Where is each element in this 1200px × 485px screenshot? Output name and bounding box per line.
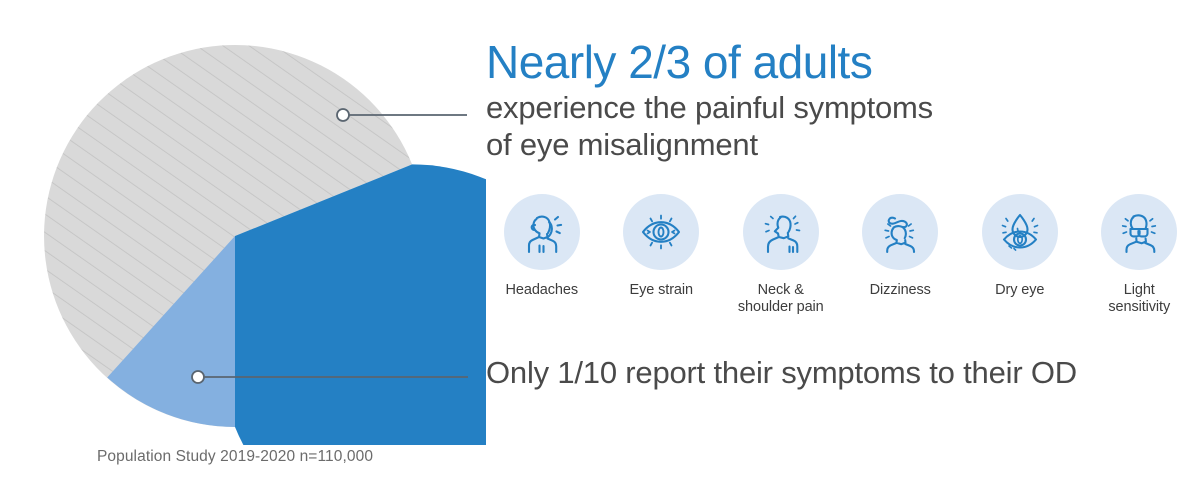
symptom-item-dizziness: Dizziness: [841, 194, 961, 299]
symptom-label: Headaches: [505, 282, 579, 298]
symptom-item-dry-eye: Dry eye: [960, 194, 1080, 299]
headline-secondary-line-2: of eye misalignment: [486, 126, 758, 162]
dizziness-icon: [862, 194, 939, 270]
symptom-label: Neck &shoulder pain: [737, 282, 824, 316]
subline-statement: Only 1/10 report their symptoms to their…: [486, 355, 1077, 390]
headline-block: Nearly 2/3 of adults experience the pain…: [486, 36, 1200, 163]
headline-secondary-line-1: experience the painful symptoms: [486, 90, 933, 126]
pie-chart-panel: Population Study 2019-2020 n=110,000: [0, 0, 486, 485]
pie-slice-symptoms: [235, 164, 486, 445]
leader-dot-bottom: [191, 370, 205, 384]
content-panel: Nearly 2/3 of adults experience the pain…: [486, 0, 1200, 485]
symptom-item-neck-shoulder-pain: Neck &shoulder pain: [721, 194, 841, 316]
symptom-label: Dry eye: [995, 282, 1045, 298]
pie-chart-graphic: [44, 45, 486, 445]
symptom-label: Eye strain: [629, 282, 694, 298]
light-sensitivity-icon: [1101, 194, 1178, 270]
leader-dot-top: [336, 108, 350, 122]
symptom-icon-row: Headaches Eye strain: [482, 194, 1200, 316]
dry-eye-icon: [981, 194, 1058, 270]
symptom-item-headaches: Headaches: [482, 194, 602, 299]
person-headache-icon: [503, 194, 580, 270]
eye-strain-icon: [623, 194, 700, 270]
headline-primary: Nearly 2/3 of adults: [486, 36, 873, 88]
symptom-label: Dizziness: [869, 282, 931, 298]
pie-slice-remainder: [44, 45, 413, 428]
symptom-item-eye-strain: Eye strain: [602, 194, 722, 299]
chart-caption: Population Study 2019-2020 n=110,000: [96, 448, 374, 465]
neck-shoulder-pain-icon: [742, 194, 819, 270]
